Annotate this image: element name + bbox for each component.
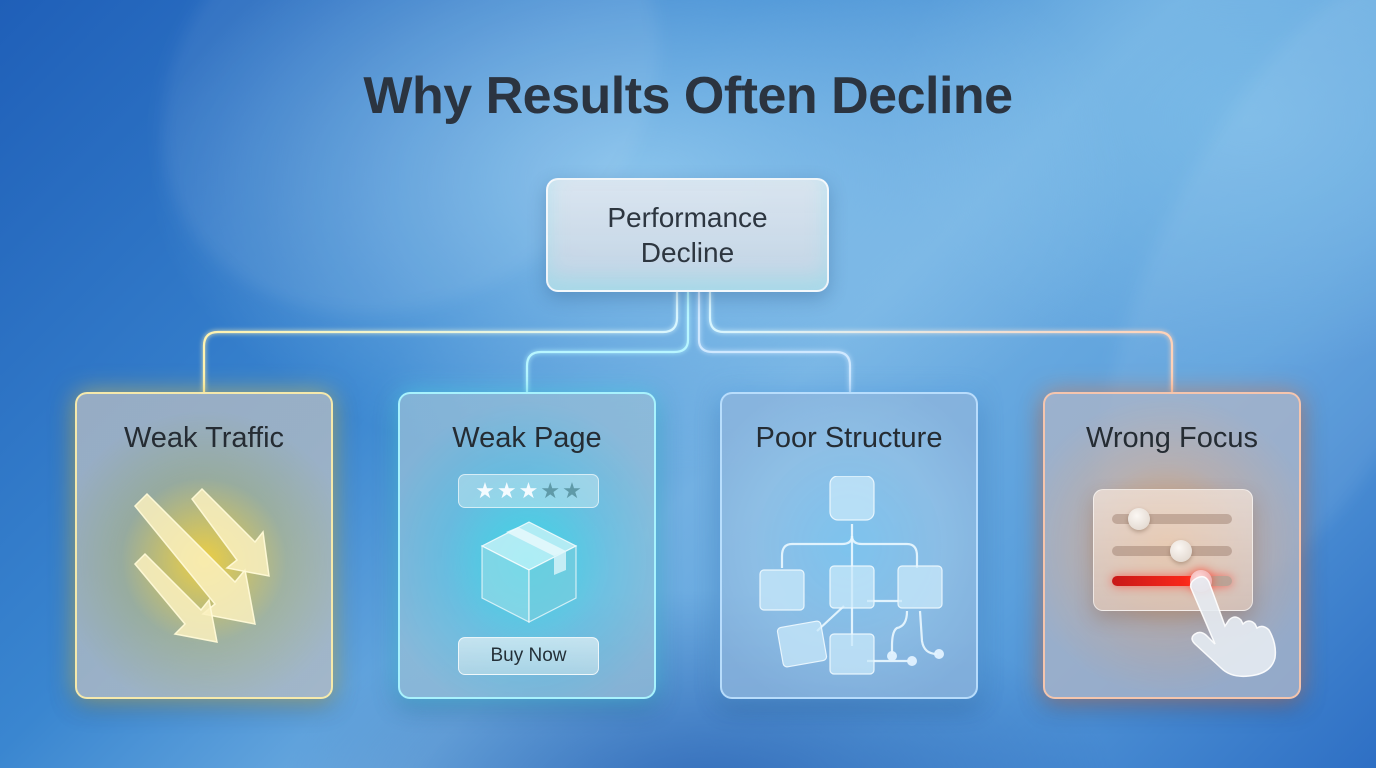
root-label-line1: Performance	[607, 202, 768, 233]
star-filled-icon: ★	[496, 478, 517, 503]
down-trend-arrows-icon	[133, 487, 270, 643]
cause-card-wrong-focus: Wrong Focus	[1043, 392, 1301, 699]
star-rating: ★ ★ ★ ★ ★	[458, 474, 599, 508]
slider-track	[1112, 540, 1232, 562]
page-title: Why Results Often Decline	[363, 67, 1013, 125]
star-empty-icon: ★	[562, 478, 582, 503]
product-box-icon	[480, 521, 578, 623]
connector-weak-traffic	[202, 292, 679, 392]
buy-now-button[interactable]: Buy Now	[458, 637, 599, 675]
slider-track	[1112, 508, 1232, 530]
card-title: Wrong Focus	[1086, 422, 1258, 454]
slider-knob	[1170, 540, 1192, 562]
root-node-performance-decline: Performance Decline	[546, 178, 829, 292]
messy-hierarchy-icon	[759, 476, 944, 675]
star-filled-icon: ★	[518, 478, 539, 503]
card-title: Weak Traffic	[123, 422, 285, 454]
cause-card-weak-page: Weak Page ★ ★ ★ ★ ★ Buy Now	[398, 392, 656, 699]
connector-weak-page	[525, 292, 690, 392]
card-title: Poor Structure	[755, 422, 943, 454]
pointing-hand-icon	[1189, 575, 1277, 678]
cause-card-weak-traffic: Weak Traffic	[75, 392, 333, 699]
sliders-hand-icon	[1093, 489, 1253, 611]
slider-knob	[1128, 508, 1150, 530]
cause-card-poor-structure: Poor Structure	[720, 392, 978, 699]
connector-wrong-focus	[708, 292, 1174, 392]
star-filled-icon: ★	[475, 478, 495, 503]
connector-poor-structure	[697, 292, 852, 392]
star-empty-icon: ★	[540, 478, 561, 503]
root-label-line2: Decline	[640, 237, 735, 268]
card-title: Weak Page	[452, 422, 602, 454]
